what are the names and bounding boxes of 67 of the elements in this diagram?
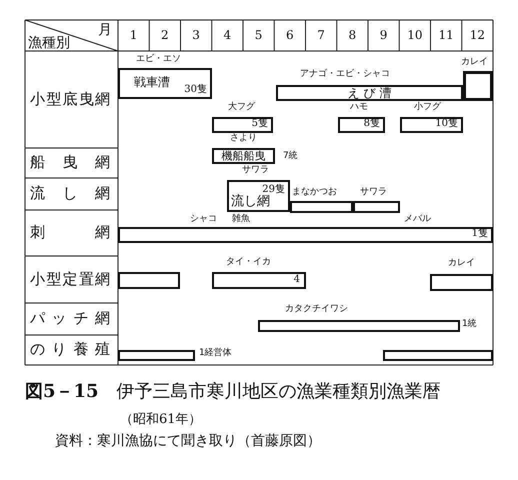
row-label: 流し網 — [30, 186, 110, 201]
species-label: 雑魚 — [232, 215, 250, 224]
source-note: 資料：寒川漁協にて聞き取り（首藤原図） — [55, 434, 321, 448]
month-label: 7 — [316, 29, 326, 41]
species-label: 1経営体 — [199, 349, 232, 358]
row-label: のり養殖 — [30, 342, 110, 357]
period-bar — [258, 320, 460, 332]
figure-title: 図5－15 伊予三島市寒川地区の漁業種類別漁業暦 — [25, 383, 441, 401]
row-label: 小型定置網 — [30, 272, 110, 286]
species-label: まなかつお — [292, 188, 337, 197]
period-bar — [338, 117, 385, 133]
header-label: 漁種別 — [28, 36, 70, 50]
count-label: 流し網 — [231, 195, 270, 208]
species-label: ハモ — [350, 103, 368, 112]
species-label: サワラ — [242, 166, 269, 175]
row-label: 刺網 — [30, 225, 110, 240]
month-label: 10 — [406, 29, 424, 41]
period-bar — [212, 117, 273, 133]
species-label: シャコ — [190, 215, 217, 224]
period-bar — [212, 148, 275, 164]
gear-name: え び 漕 — [346, 87, 392, 99]
period-bar — [118, 272, 180, 289]
month-label: 3 — [191, 29, 201, 41]
year-note: （昭和61年） — [120, 413, 202, 426]
species-label: 7統 — [283, 152, 298, 161]
period-bar — [118, 227, 493, 243]
gear-name: 戦車漕 — [134, 76, 170, 88]
month-label: 1 — [128, 29, 138, 41]
gear-name: 機船船曳 — [220, 150, 266, 162]
species-label: メバル — [404, 215, 431, 224]
month-label: 4 — [222, 29, 232, 41]
month-label: 6 — [285, 29, 295, 41]
species-label: 小フグ — [414, 103, 441, 112]
species-label: エビ・エソ — [136, 55, 181, 64]
count-label: 4 — [294, 275, 300, 285]
species-label: カレイ — [461, 58, 488, 67]
period-bar — [118, 68, 212, 99]
species-label: さより — [230, 134, 257, 143]
month-label: 9 — [378, 29, 388, 41]
species-label: サワラ — [360, 188, 387, 197]
month-label: 11 — [437, 29, 455, 41]
period-bar — [400, 117, 463, 133]
header-label: 月 — [98, 23, 112, 37]
period-bar — [118, 350, 195, 361]
species-label: 1統 — [462, 320, 477, 329]
month-label: 8 — [348, 29, 358, 41]
month-label: 12 — [468, 29, 486, 41]
count-label: 30隻 — [184, 85, 207, 95]
period-bar — [383, 350, 493, 361]
row-label: 船曳網 — [30, 155, 110, 170]
species-label: 大フグ — [228, 103, 255, 112]
species-label: タイ・イカ — [226, 258, 271, 267]
row-label: パッチ網 — [30, 311, 110, 326]
period-bar — [276, 85, 463, 101]
species-label: アナゴ・エビ・シャコ — [300, 70, 390, 79]
period-bar — [212, 272, 306, 289]
period-box — [463, 71, 493, 101]
gear-name: 29隻 — [262, 185, 285, 195]
row-label: 小型底曳網 — [30, 92, 110, 106]
period-bar — [227, 180, 290, 212]
period-bar — [353, 201, 400, 213]
species-label: カタクチイワシ — [285, 305, 348, 314]
species-label: カレイ — [448, 259, 475, 268]
month-label: 2 — [160, 29, 170, 41]
period-bar — [430, 274, 493, 291]
period-bar — [290, 201, 353, 213]
month-label: 5 — [254, 29, 264, 41]
